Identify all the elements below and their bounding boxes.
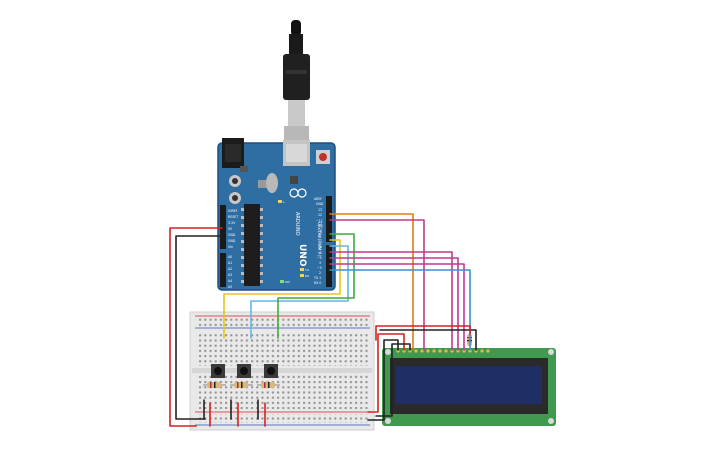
resistor[interactable]	[257, 382, 280, 388]
wire-lcd-d5[interactable]	[329, 257, 459, 351]
wire-lcd-d4[interactable]	[329, 251, 453, 351]
led-label: L	[283, 200, 285, 204]
pin-label: 8	[319, 235, 321, 239]
resistor[interactable]	[203, 382, 226, 388]
pin-label: TX 1	[313, 276, 321, 280]
wire-button-1[interactable]	[223, 239, 341, 339]
led-label: ON	[285, 280, 290, 284]
pin-label: IOREF	[228, 209, 238, 213]
pin-label: Vin	[228, 245, 233, 249]
breadboard[interactable]	[189, 311, 375, 431]
pin-label: 3.3V	[228, 221, 236, 225]
pin-label: ~9	[317, 230, 322, 234]
pin-label: A5	[228, 285, 232, 289]
pin-label: A3	[228, 273, 232, 277]
wire-lcd-d7[interactable]	[329, 269, 471, 351]
pin-label: ~6	[317, 251, 322, 255]
pin-label: 4	[319, 261, 321, 265]
pin-label: ~10	[316, 224, 323, 228]
pin-label: 5V	[228, 227, 233, 231]
digital-header-label: DIGITAL (PWM ~)	[317, 222, 322, 257]
pin-label: AREF	[314, 197, 322, 201]
pin-label: RESET	[228, 215, 238, 219]
wire-lcd-rs[interactable]	[329, 213, 414, 351]
lcd-screen	[396, 366, 542, 404]
reset-button-icon[interactable]	[316, 150, 330, 164]
pin-label: 2	[319, 271, 321, 275]
chip-icon	[241, 204, 263, 286]
wire-lcd-d6[interactable]	[329, 263, 465, 351]
lcd-display[interactable]	[382, 348, 556, 426]
wire-lcd-backlight-red[interactable]	[375, 325, 471, 341]
pin-label: A1	[228, 261, 232, 265]
pin-label: GND	[228, 233, 236, 237]
arduino-uno-board[interactable]: ARDUINO UNO DIGITAL (PWM ~)	[217, 138, 336, 291]
pin-label: 13	[318, 208, 322, 212]
pin-label: 12	[318, 213, 322, 217]
digital-header-bottom	[326, 245, 332, 287]
power-jack-icon	[222, 138, 244, 168]
pin-label: GND	[316, 202, 324, 206]
arduino-model: UNO	[297, 244, 307, 267]
pin-label: A0	[228, 255, 232, 259]
pin-label: A2	[228, 267, 232, 271]
resistor[interactable]	[230, 382, 253, 388]
pin-label: 7	[319, 246, 321, 250]
pin-label: GND	[228, 239, 236, 243]
pin-label: ~5	[317, 256, 322, 260]
wire-gnd[interactable]	[175, 235, 223, 420]
led-label: RX	[305, 274, 309, 278]
usb-cable-icon[interactable]	[283, 20, 310, 150]
wire-button-3[interactable]	[277, 233, 355, 339]
push-button[interactable]	[211, 364, 225, 378]
push-button[interactable]	[237, 364, 251, 378]
wire-5v[interactable]	[169, 227, 223, 427]
analog-header	[220, 253, 226, 287]
led-label: TX	[304, 268, 309, 272]
pin-label: RX 0	[314, 281, 321, 285]
wire-button-2[interactable]	[250, 245, 349, 339]
pin-label: ~11	[316, 219, 323, 223]
wire-lcd-vcc[interactable]	[367, 333, 405, 413]
pin-label: ~3	[317, 266, 322, 270]
power-header	[220, 205, 226, 249]
wire-lcd-backlight[interactable]	[379, 329, 477, 351]
usb-port-icon	[283, 140, 310, 166]
wire-lcd-rw[interactable]	[375, 343, 411, 417]
arduino-brand: ARDUINO	[294, 212, 300, 236]
digital-header-top	[326, 196, 332, 242]
wire-lcd-e[interactable]	[329, 219, 425, 351]
pin-label: A4	[228, 279, 232, 283]
push-button[interactable]	[264, 364, 278, 378]
